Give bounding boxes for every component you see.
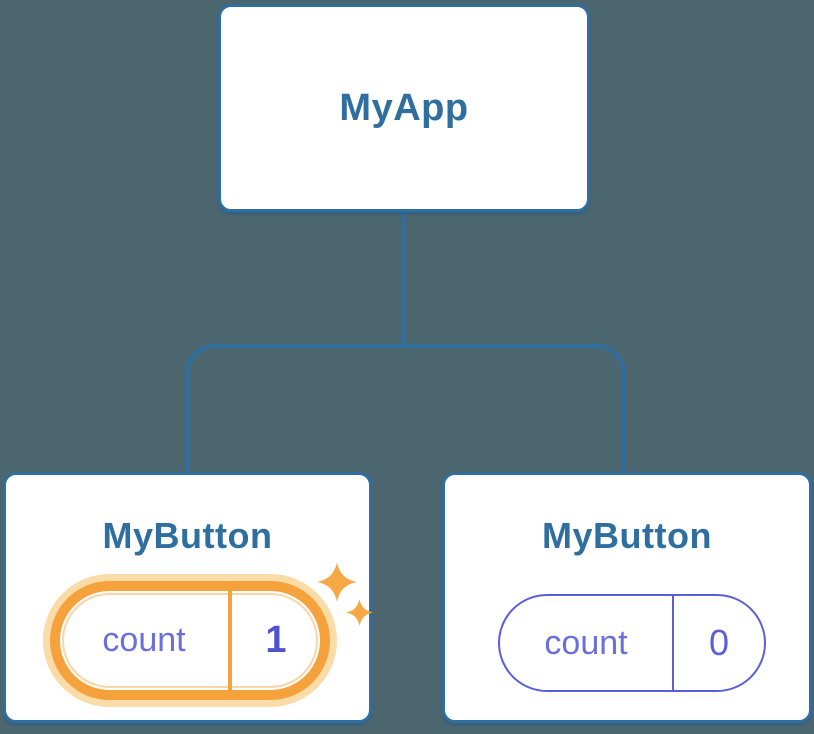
state-key-label: count xyxy=(102,621,186,659)
state-value-cell: 1 xyxy=(228,591,320,690)
state-key-cell: count xyxy=(500,596,672,690)
state-value-cell: 0 xyxy=(672,596,764,690)
app-node-label: MyApp xyxy=(339,86,469,129)
connector-root-line xyxy=(402,210,406,346)
state-pill-initial: count 0 xyxy=(498,594,766,692)
button-node-updated: MyButton count 1 xyxy=(3,472,373,723)
sparkle-icon xyxy=(346,599,373,626)
button-node-initial: MyButton count 0 xyxy=(442,472,812,723)
button-node-updated-label: MyButton xyxy=(102,515,273,556)
state-key-cell: count xyxy=(60,591,228,690)
state-value-label: 0 xyxy=(708,622,730,663)
connector-branch-bracket xyxy=(185,344,626,472)
button-node-initial-label: MyButton xyxy=(542,515,712,556)
state-value-label: 1 xyxy=(265,619,287,661)
state-key-label: count xyxy=(544,623,628,662)
app-node: MyApp xyxy=(218,4,590,212)
sparkle-icon xyxy=(317,562,357,602)
state-pill-updated: count 1 xyxy=(50,581,330,700)
